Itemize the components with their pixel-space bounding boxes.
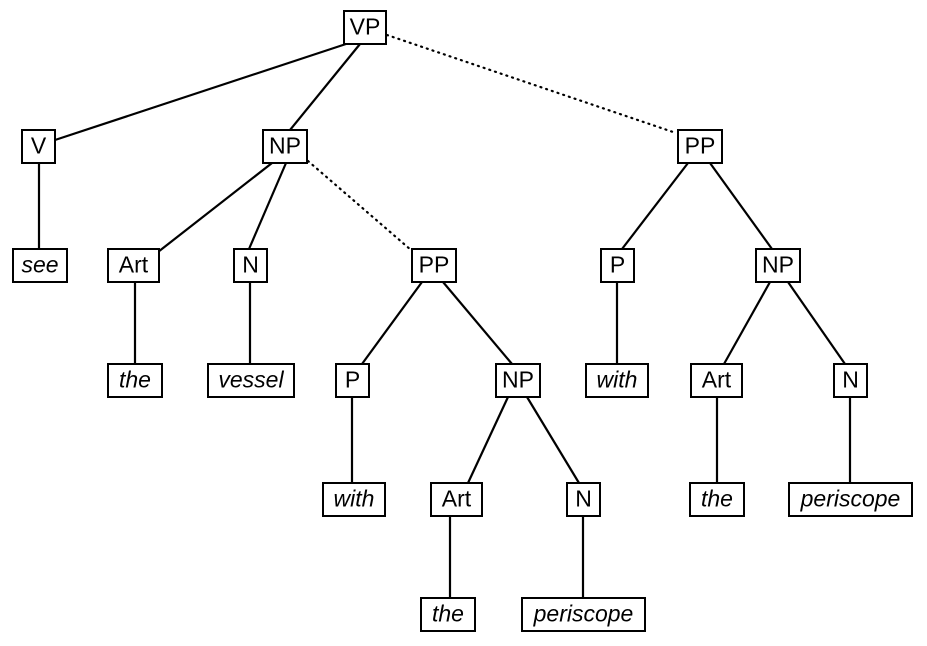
tree-node-art1: Art [107, 248, 160, 283]
node-box-p_mid [335, 363, 370, 398]
node-box-n1 [233, 248, 268, 283]
node-box-see [12, 248, 68, 283]
tree-edge-np1-to-art1 [157, 162, 273, 253]
tree-node-n1: N [233, 248, 268, 283]
tree-node-v: V [21, 129, 56, 164]
node-box-art1 [107, 248, 160, 283]
tree-node-pp_mid: PP [411, 248, 457, 283]
node-label-pp_mid: PP [419, 252, 450, 278]
node-box-the_right [689, 482, 745, 517]
node-box-p_right [600, 248, 635, 283]
tree-node-np_right: NP [755, 248, 801, 283]
node-box-periscope_m [521, 597, 646, 632]
node-label-with_mid: with [334, 486, 375, 512]
node-box-np_mid [495, 363, 541, 398]
tree-node-the_right: the [689, 482, 745, 517]
node-label-np_mid: NP [502, 367, 534, 393]
node-label-art_right: Art [702, 367, 732, 393]
tree-node-vp: VP [343, 10, 387, 45]
node-box-with_mid [322, 482, 386, 517]
node-label-see: see [21, 252, 58, 278]
tree-edge-vp-to-np1 [289, 43, 361, 131]
node-label-n1: N [242, 252, 259, 278]
node-label-v: V [31, 133, 47, 159]
node-label-periscope_r: periscope [800, 486, 901, 512]
tree-node-p_right: P [600, 248, 635, 283]
node-box-art_mid [430, 482, 483, 517]
node-label-art1: Art [119, 252, 149, 278]
node-label-the_mid: the [432, 601, 464, 627]
node-label-vessel: vessel [218, 367, 284, 393]
node-box-n_mid [566, 482, 601, 517]
tree-edge-pp_mid-to-p_mid [361, 281, 423, 365]
node-label-art_mid: Art [442, 486, 472, 512]
tree-node-periscope_r: periscope [788, 482, 913, 517]
node-label-np_right: NP [762, 252, 794, 278]
tree-node-with_right: with [585, 363, 649, 398]
node-box-the_mid [420, 597, 476, 632]
tree-node-p_mid: P [335, 363, 370, 398]
tree-node-n_mid: N [566, 482, 601, 517]
node-label-p_mid: P [345, 367, 360, 393]
node-label-the1: the [119, 367, 151, 393]
tree-edge-np_right-to-art_right [723, 281, 771, 365]
node-label-the_right: the [701, 486, 733, 512]
node-label-n_mid: N [575, 486, 592, 512]
tree-edge-np_right-to-n_right [787, 281, 846, 365]
node-box-pp_right [677, 129, 723, 164]
node-box-vessel [207, 363, 295, 398]
node-box-np1 [262, 129, 308, 164]
tree-node-np1: NP [262, 129, 308, 164]
node-box-periscope_r [788, 482, 913, 517]
edge-layer [37, 33, 852, 598]
tree-node-pp_right: PP [677, 129, 723, 164]
tree-edge-np1-to-pp_mid [306, 159, 413, 252]
tree-node-periscope_m: periscope [521, 597, 646, 632]
tree-node-n_right: N [833, 363, 868, 398]
node-label-pp_right: PP [685, 133, 716, 159]
tree-node-the_mid: the [420, 597, 476, 632]
node-box-vp [343, 10, 387, 45]
tree-node-art_mid: Art [430, 482, 483, 517]
node-label-with_right: with [597, 367, 638, 393]
node-label-periscope_m: periscope [533, 601, 634, 627]
tree-node-see: see [12, 248, 68, 283]
node-box-np_right [755, 248, 801, 283]
tree-edge-pp_mid-to-np_mid [442, 281, 513, 365]
tree-edge-np1-to-n1 [247, 162, 288, 250]
tree-edge-np_mid-to-n_mid [526, 396, 580, 484]
node-box-pp_mid [411, 248, 457, 283]
node-box-with_right [585, 363, 649, 398]
node-label-n_right: N [842, 367, 859, 393]
tree-node-the1: the [107, 363, 163, 398]
tree-edge-vp-to-v [54, 42, 347, 142]
node-box-the1 [107, 363, 163, 398]
tree-node-with_mid: with [322, 482, 386, 517]
tree-edge-np_mid-to-art_mid [467, 396, 509, 484]
tree-edge-pp_right-to-p_right [621, 162, 689, 250]
tree-node-np_mid: NP [495, 363, 541, 398]
node-box-art_right [690, 363, 743, 398]
node-label-vp: VP [350, 14, 381, 40]
node-box-n_right [833, 363, 868, 398]
node-label-np1: NP [269, 133, 301, 159]
tree-node-vessel: vessel [207, 363, 295, 398]
node-box-v [21, 129, 56, 164]
node-label-p_right: P [610, 252, 625, 278]
tree-node-art_right: Art [690, 363, 743, 398]
tree-edge-pp_right-to-np_right [709, 162, 773, 250]
tree-edge-vp-to-pp_right [385, 33, 678, 135]
